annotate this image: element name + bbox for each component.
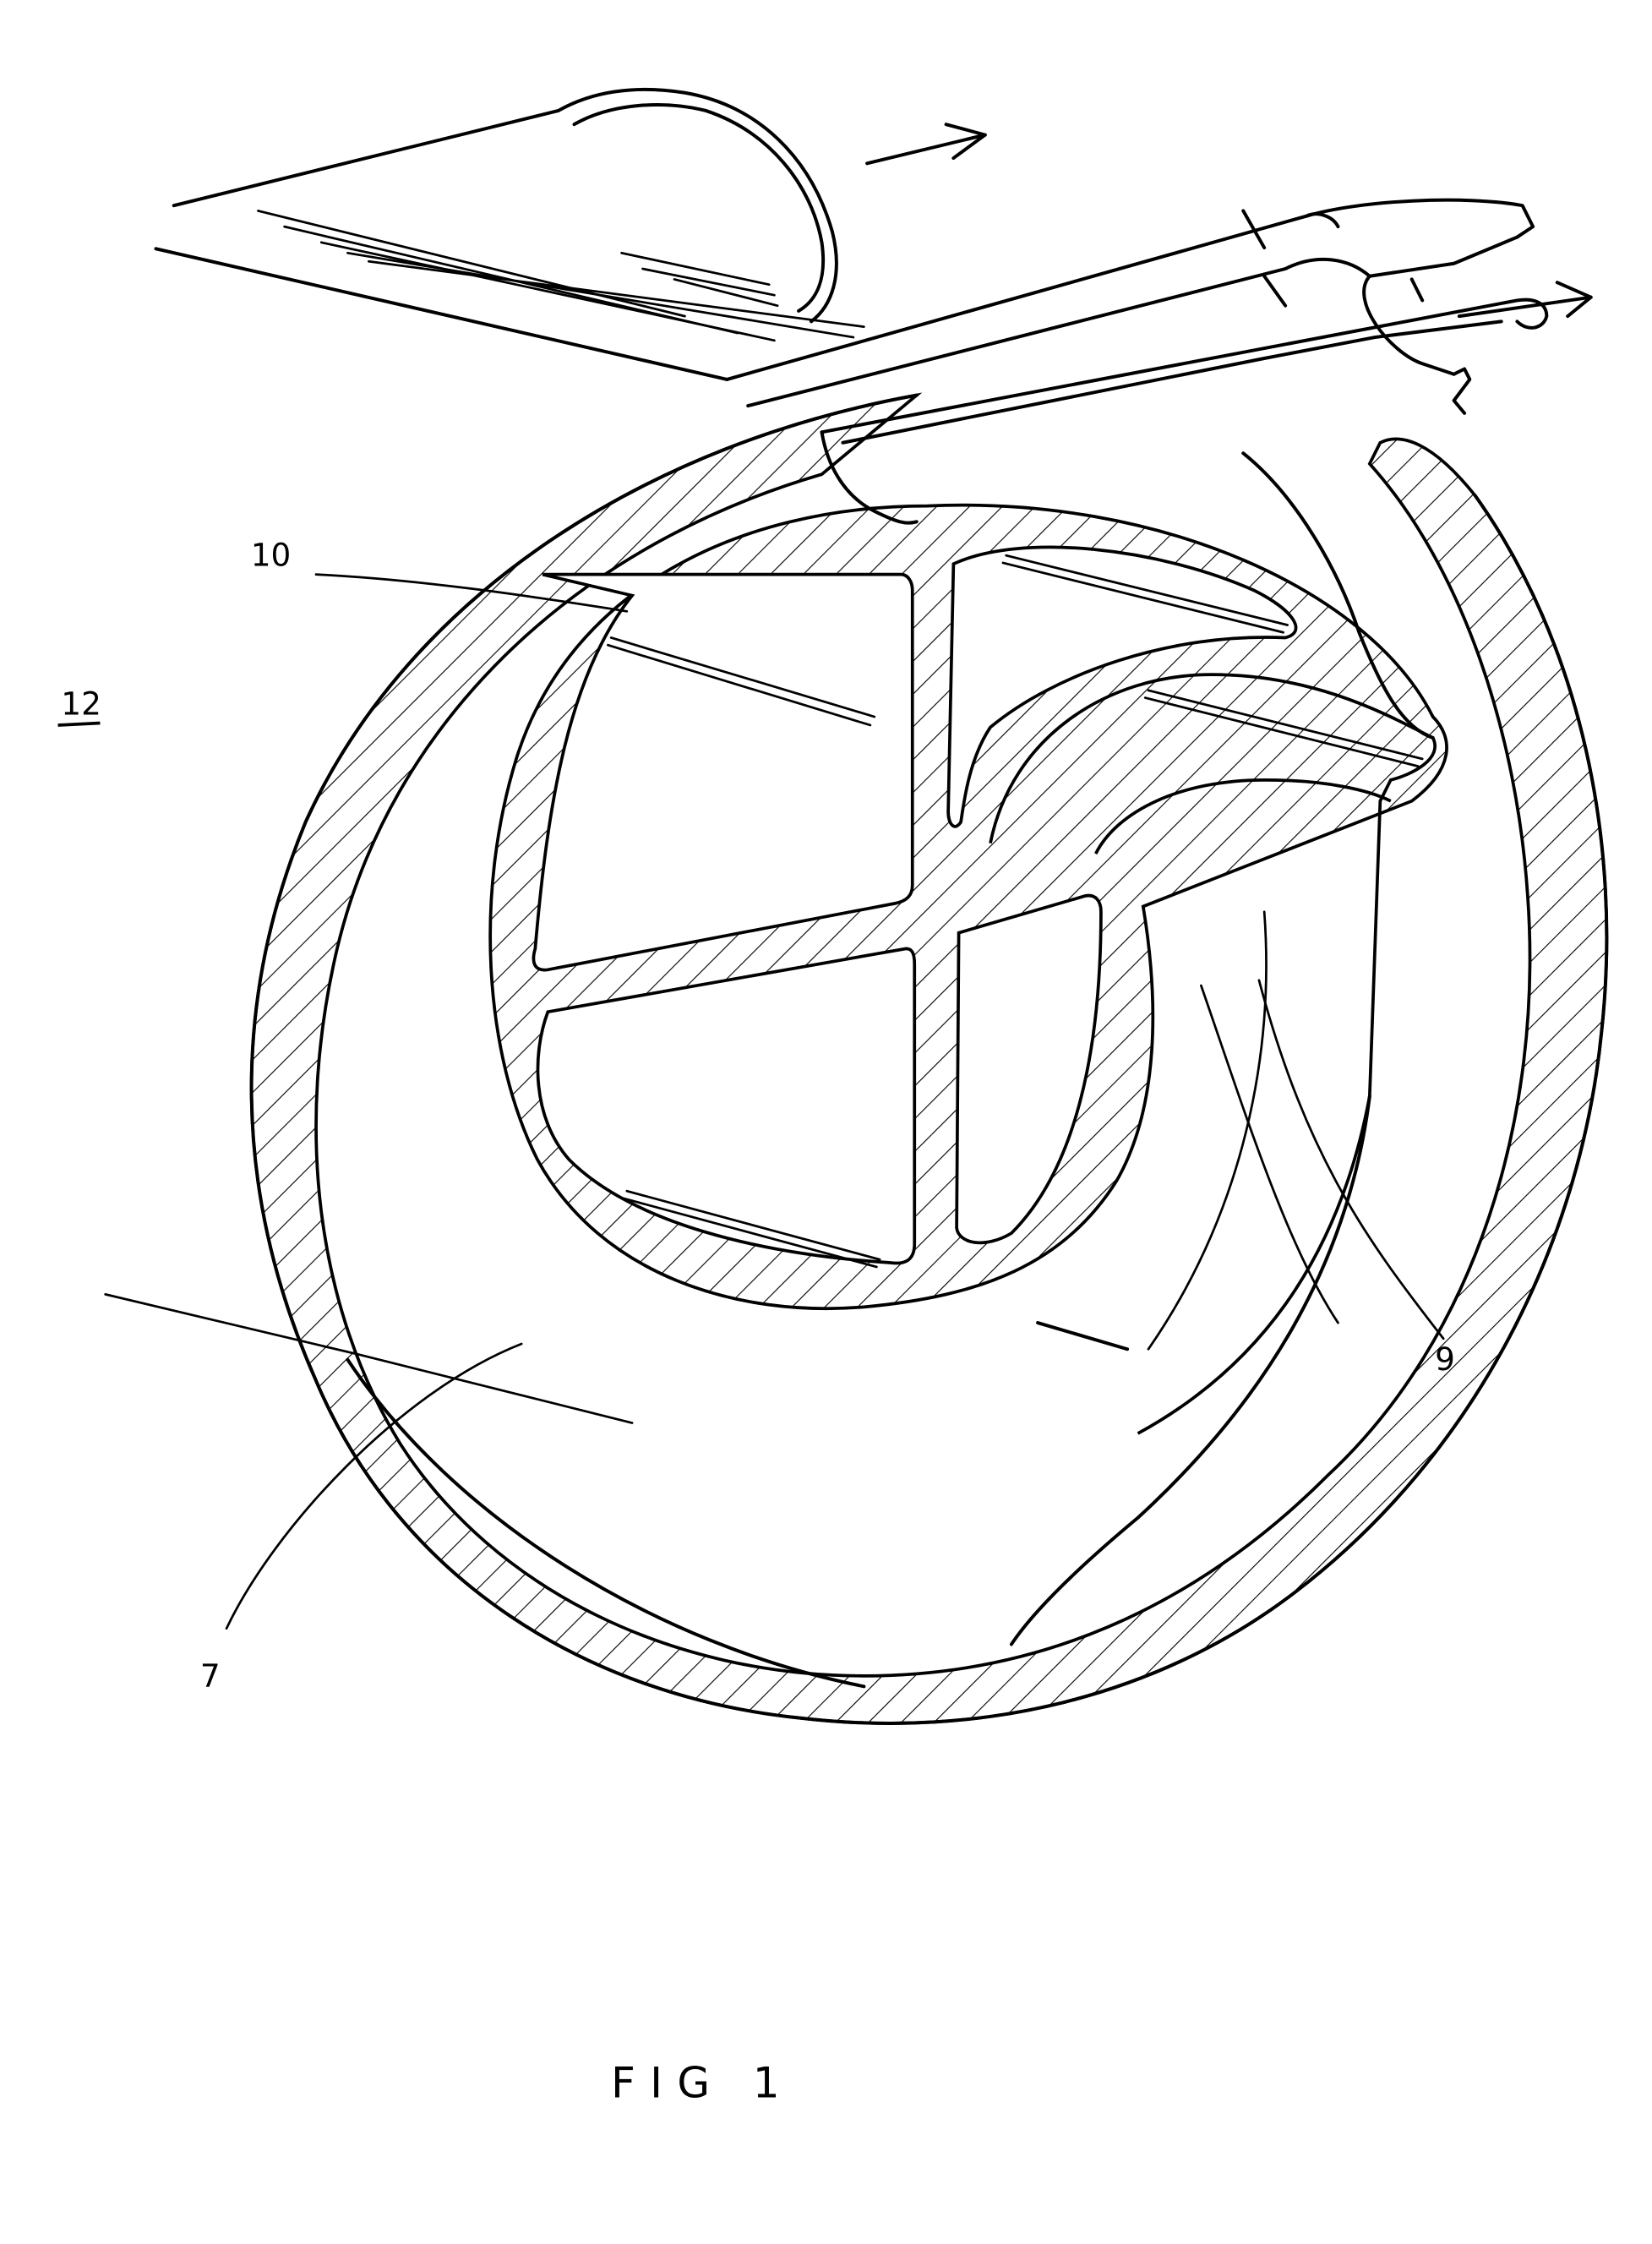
leader-lines	[225, 573, 1445, 1630]
figure-caption: FIG 1	[611, 2059, 794, 2108]
flow-arrow-top	[865, 123, 987, 166]
top-curl	[556, 87, 838, 324]
label-9: 9	[1435, 1340, 1455, 1378]
leader-line-10	[314, 573, 629, 613]
background-strip	[154, 108, 865, 381]
inner-wheel	[488, 503, 1448, 1435]
label-12-underline	[57, 721, 101, 727]
label-7: 7	[200, 1657, 221, 1694]
leader-line-7	[225, 1342, 523, 1630]
leader-line-9	[1257, 979, 1445, 1340]
label-12: 12	[61, 685, 101, 723]
flow-arrow-outlet	[1457, 281, 1593, 319]
label-10: 10	[251, 537, 292, 574]
